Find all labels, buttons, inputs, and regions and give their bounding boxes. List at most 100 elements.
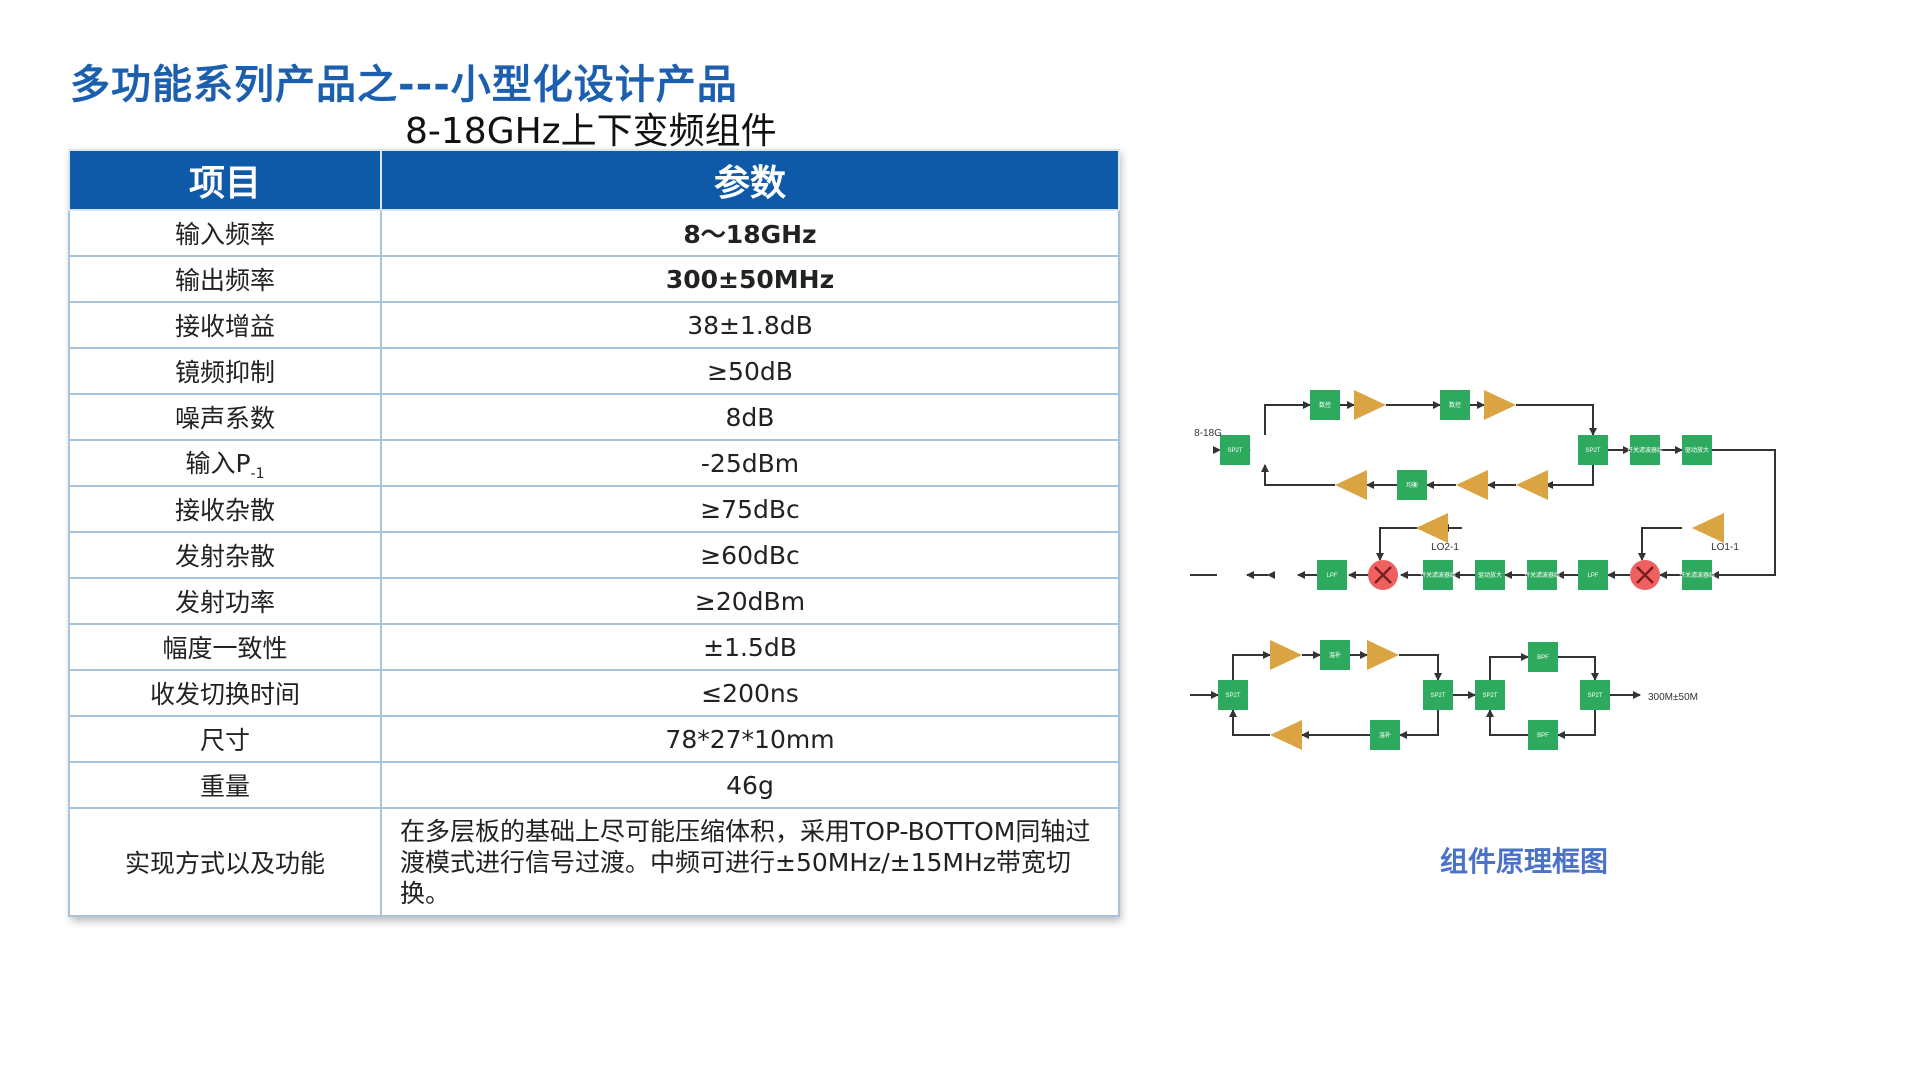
amplifier-if-3 — [1270, 720, 1302, 750]
amplifier-low-3 — [1335, 470, 1367, 500]
lpf-block-2-label: LPF — [1326, 573, 1337, 579]
row-item: 接收增益 — [68, 301, 382, 349]
row-item: 噪声系数 — [68, 393, 382, 441]
wire-bpf-2 — [1558, 656, 1599, 681]
row-item: 输入P-1 — [68, 439, 382, 487]
sp2t-if-block-3 — [1475, 680, 1505, 710]
lpf-block-1-label: LPF — [1587, 573, 1598, 579]
row-item: 尺寸 — [68, 715, 382, 763]
wire-low-1 — [1545, 465, 1594, 489]
row-value: 46g — [380, 761, 1120, 809]
sp2t-if-block-1-label: SP2T — [1225, 693, 1240, 699]
if-port-label: 300M±50M — [1648, 692, 1698, 703]
wire-lo1-mix — [1638, 527, 1682, 561]
sp2t-if-block-2-label: SP2T — [1430, 693, 1445, 699]
switch-filter-block-2 — [1682, 560, 1712, 590]
sp2t-if-block-3-label: SP2T — [1482, 693, 1497, 699]
switch-filter-block-3 — [1527, 560, 1557, 590]
lpf-block-1 — [1578, 560, 1608, 590]
sp2t-rf-block-label: SP2T — [1227, 448, 1242, 454]
row-value: ≥60dBc — [380, 531, 1120, 579]
shukong-block-2-label: 数控 — [1449, 401, 1461, 409]
row-item: 接收杂散 — [68, 485, 382, 533]
bpf-block-2-label: BPF — [1537, 733, 1549, 739]
switch-filter-block-4 — [1423, 560, 1453, 590]
row-value: -25dBm — [380, 439, 1120, 487]
switch-filter-block-1 — [1630, 435, 1660, 465]
row-value: ≥50dB — [380, 347, 1120, 395]
shukong-block-1 — [1310, 390, 1340, 420]
wire-if-1 — [1232, 651, 1271, 680]
drive-amp-block-2-label: 驱动放大 — [1478, 571, 1502, 579]
wire-bpf-1 — [1489, 653, 1529, 680]
bpf-block-1-label: BPF — [1537, 655, 1549, 661]
header-item: 项目 — [68, 149, 382, 211]
mixer-lo1-x — [1636, 566, 1654, 584]
row-item: 收发切换时间 — [68, 669, 382, 717]
amplifier-up-1 — [1354, 390, 1386, 420]
table-row: 镜频抑制≥50dB — [68, 347, 1120, 395]
diagram-caption: 组件原理框图 — [1440, 845, 1609, 878]
lo1-amplifier — [1692, 513, 1724, 543]
drive-amp-block-1 — [1682, 435, 1712, 465]
wire-if-4 — [1399, 654, 1442, 681]
sp2t-if-block-1 — [1218, 680, 1248, 710]
sp2t-if-block-2 — [1423, 680, 1453, 710]
row-item: 输出频率 — [68, 255, 382, 303]
sp2t-rf-block — [1220, 435, 1250, 465]
wire-if-5 — [1399, 710, 1439, 739]
junheng-block-label: 均衡 — [1406, 481, 1418, 489]
lo2-amplifier — [1416, 513, 1448, 543]
table-row: 发射杂散≥60dBc — [68, 531, 1120, 579]
row-item: 发射功率 — [68, 577, 382, 625]
switch-filter-block-3-label: 开关滤波器组 — [1524, 571, 1560, 579]
page-title: 多功能系列产品之---小型化设计产品 — [70, 62, 738, 108]
row-item: 输入频率 — [68, 209, 382, 257]
wire-if-7 — [1229, 709, 1270, 736]
header-param: 参数 — [380, 149, 1120, 211]
sp2t-if-block-4 — [1580, 680, 1610, 710]
table-row: 幅度一致性±1.5dB — [68, 623, 1120, 671]
row-value: 300±50MHz — [380, 255, 1120, 303]
sp2t-sw-block — [1578, 435, 1608, 465]
sp2t-sw-block-label: SP2T — [1585, 448, 1600, 454]
row-value: ≤200ns — [380, 669, 1120, 717]
row-value-description: 在多层板的基础上尽可能压缩体积，采用TOP-BOTTOM同轴过渡模式进行信号过渡… — [380, 807, 1120, 917]
switch-filter-block-4-label: 开关滤波器组 — [1420, 571, 1456, 579]
rf-port-label: 8-18G — [1194, 428, 1222, 439]
wendu-block-1-label: 温补 — [1329, 651, 1341, 659]
lo2-label: LO2-1 — [1431, 542, 1459, 553]
row-item: 实现方式以及功能 — [68, 807, 382, 917]
row-item-subscript: -1 — [250, 466, 265, 482]
drive-amp-block-2 — [1475, 560, 1505, 590]
bpf-block-1 — [1528, 642, 1558, 672]
row-item: 镜频抑制 — [68, 347, 382, 395]
amplifier-if-2 — [1367, 640, 1399, 670]
amplifier-low-2 — [1456, 470, 1488, 500]
wire-up-5 — [1516, 404, 1597, 436]
row-item: 重量 — [68, 761, 382, 809]
table-row: 收发切换时间≤200ns — [68, 669, 1120, 717]
shukong-block-2 — [1440, 390, 1470, 420]
table-row: 输入P-1-25dBm — [68, 439, 1120, 487]
wire-up-1 — [1264, 401, 1311, 435]
wire-bpf-3 — [1557, 710, 1596, 739]
row-item: 幅度一致性 — [68, 623, 382, 671]
switch-filter-block-2-label: 开关滤波器组 — [1679, 571, 1715, 579]
lo1-label: LO1-1 — [1711, 542, 1739, 553]
row-value: 78*27*10mm — [380, 715, 1120, 763]
row-value: 8～18GHz — [380, 209, 1120, 257]
table-header-row: 项目 参数 — [68, 149, 1120, 211]
wire-lo2-mix — [1376, 527, 1422, 561]
mixer-lo2-x — [1374, 566, 1392, 584]
wire-low-5 — [1261, 464, 1335, 486]
row-value: ≥20dBm — [380, 577, 1120, 625]
